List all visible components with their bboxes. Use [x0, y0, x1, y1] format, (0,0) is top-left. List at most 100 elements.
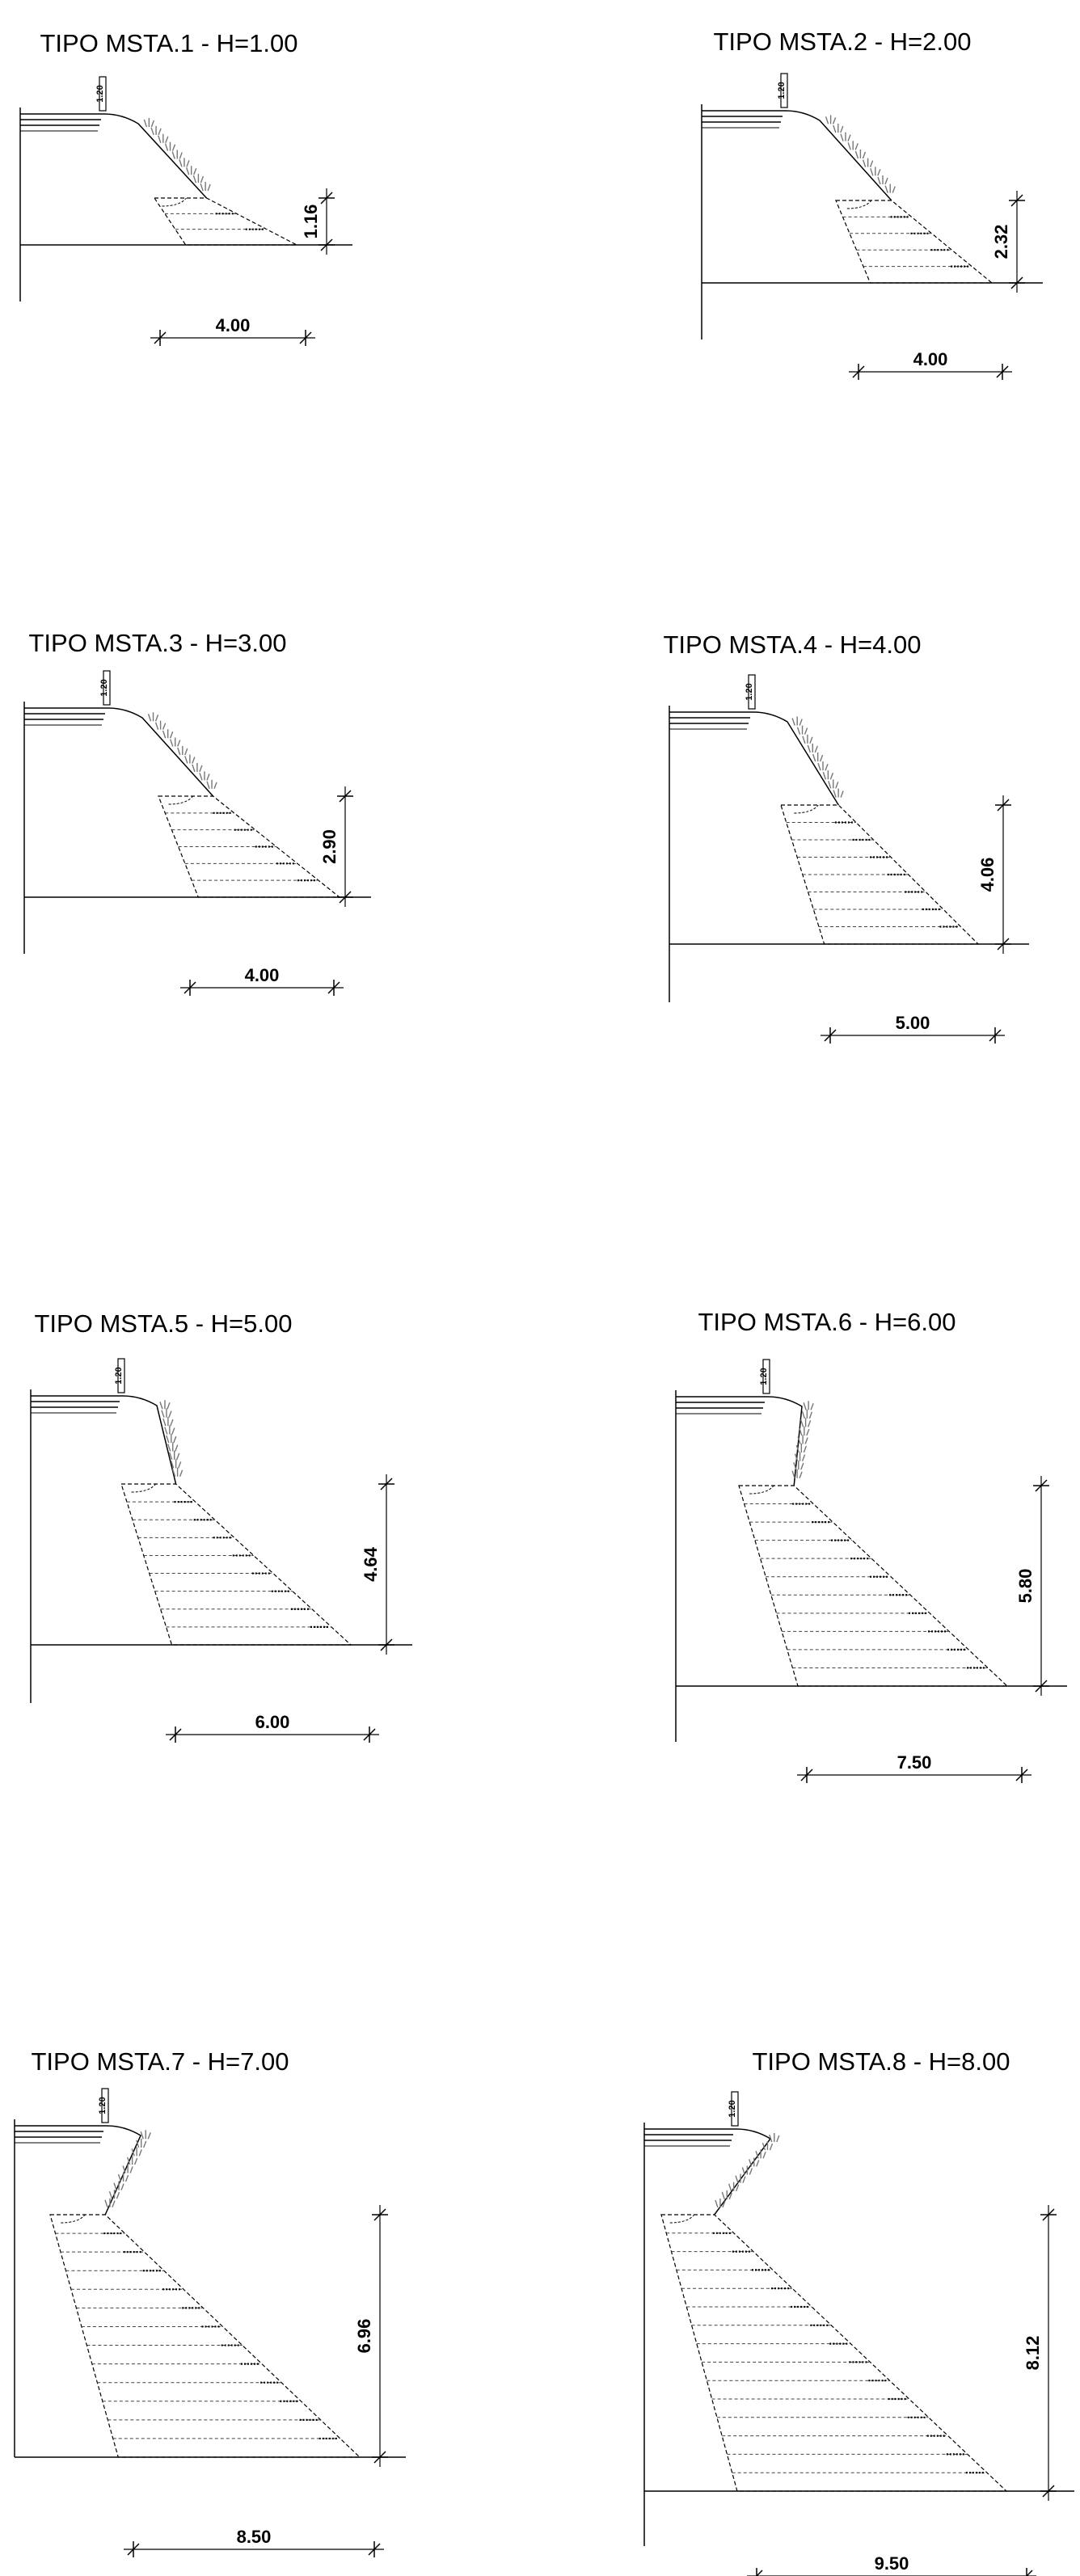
- embankment-slope: [714, 2128, 772, 2216]
- road-marker-icon: [103, 670, 111, 706]
- grass-icon: [108, 2190, 120, 2199]
- section-title: TIPO MSTA.6 - H=6.00: [698, 1308, 956, 1336]
- base-dimension-label: 6.00: [255, 1712, 290, 1732]
- grass-icon: [136, 2138, 147, 2148]
- grass-icon: [822, 770, 834, 780]
- drain-curve: [61, 2214, 86, 2224]
- grass-icon: [803, 1401, 814, 1410]
- section-title: TIPO MSTA.8 - H=8.00: [753, 2047, 1010, 2076]
- height-dimension-label: 2.32: [991, 225, 1011, 259]
- dimension-tick: [1010, 276, 1023, 289]
- reinforced-wall-block: [835, 200, 994, 284]
- dimension-tick: [1035, 1479, 1048, 1492]
- embankment-slope: [785, 110, 892, 201]
- grass-icon: [166, 1434, 177, 1444]
- grass-icon: [817, 761, 829, 771]
- base-dimension-label: 9.50: [875, 2553, 909, 2574]
- grass-icon: [862, 158, 874, 167]
- grass-icon: [164, 1425, 175, 1435]
- grass-icon: [884, 183, 896, 193]
- grass-icon: [801, 1409, 813, 1419]
- road-marker-label: 1.20: [759, 1368, 769, 1385]
- grass-icon: [812, 753, 824, 762]
- dimension-tick: [380, 1638, 393, 1651]
- grass-icon: [140, 2130, 151, 2140]
- dimension-tick: [996, 365, 1009, 378]
- embankment-slope: [122, 1395, 177, 1485]
- road-marker-label: 1.20: [114, 1367, 124, 1384]
- grass-icon: [833, 124, 844, 133]
- dimension-tick: [1035, 1680, 1048, 1693]
- dimension-tick: [997, 938, 1010, 951]
- drain-curve: [794, 804, 819, 814]
- road-marker-label: 1.20: [777, 82, 787, 99]
- grass-icon: [170, 737, 181, 747]
- dimension-tick: [368, 2543, 381, 2556]
- reinforced-wall-block: [49, 2214, 361, 2458]
- drain-curve: [846, 200, 872, 209]
- reinforced-wall-block: [780, 804, 980, 945]
- section-title: TIPO MSTA.2 - H=2.00: [714, 27, 972, 56]
- grass-icon: [715, 2198, 726, 2208]
- dimension-tick: [824, 1029, 837, 1042]
- dimension-tick: [852, 365, 865, 378]
- dimension-tick: [339, 891, 352, 904]
- dimension-tick: [1015, 1769, 1028, 1781]
- grass-icon: [793, 1461, 804, 1470]
- dimension-tick: [320, 238, 333, 251]
- drain-curve: [669, 2214, 695, 2224]
- dimension-tick: [989, 1029, 1002, 1042]
- grass-icon: [113, 2181, 124, 2190]
- embankment-slope: [104, 2125, 141, 2216]
- road-marker-icon: [101, 2088, 109, 2123]
- section-title: TIPO MSTA.3 - H=3.00: [29, 629, 287, 657]
- grass-icon: [186, 166, 197, 175]
- grass-icon: [206, 779, 217, 790]
- reinforced-wall-block: [120, 1483, 352, 1646]
- grass-icon: [791, 716, 803, 726]
- cross-section-8: TIPO MSTA.8 - H=8.001.208.129.50: [643, 2047, 1074, 2576]
- dimension-tick: [299, 331, 312, 344]
- grass-icon: [147, 712, 159, 722]
- cross-section-2: TIPO MSTA.2 - H=2.001.202.324.00: [701, 27, 1043, 380]
- grass-icon: [131, 2147, 142, 2157]
- section-title: TIPO MSTA.4 - H=4.00: [664, 630, 922, 659]
- base-dimension-label: 8.50: [237, 2527, 272, 2547]
- road-marker-label: 1.20: [95, 85, 105, 102]
- grass-icon: [870, 167, 881, 176]
- grass-icon: [794, 1452, 806, 1461]
- dimension-tick: [327, 981, 340, 994]
- embankment-slope: [767, 1396, 803, 1486]
- road-marker-icon: [762, 1359, 770, 1394]
- road-marker-icon: [748, 674, 756, 710]
- embankment-slope: [103, 113, 208, 199]
- grass-icon: [159, 1400, 171, 1410]
- height-dimension-label: 8.12: [1023, 2336, 1043, 2371]
- dimension-tick: [380, 1478, 393, 1490]
- dimension-tick: [1042, 2485, 1055, 2498]
- grass-icon: [170, 1459, 182, 1469]
- height-dimension-label: 1.16: [301, 204, 321, 239]
- base-dimension-label: 4.00: [216, 315, 251, 335]
- grass-icon: [807, 743, 818, 753]
- grass-icon: [802, 734, 813, 744]
- grass-icon: [179, 158, 190, 167]
- cross-section-6: TIPO MSTA.6 - H=6.001.205.807.50: [675, 1308, 1067, 1783]
- grass-icon: [761, 2141, 774, 2151]
- grass-icon: [177, 746, 188, 756]
- height-dimension-label: 5.80: [1015, 1569, 1036, 1604]
- dimension-tick: [154, 331, 167, 344]
- dimension-tick: [320, 192, 333, 204]
- height-dimension-label: 2.90: [319, 829, 340, 864]
- height-dimension-label: 6.96: [354, 2319, 374, 2354]
- grass-icon: [797, 1435, 808, 1444]
- grass-icon: [791, 1469, 803, 1478]
- drain-curve: [131, 1483, 156, 1493]
- height-dimension-label: 4.64: [361, 1546, 381, 1582]
- cross-section-7: TIPO MSTA.7 - H=7.001.206.968.50: [14, 2047, 406, 2557]
- grass-icon: [164, 141, 176, 151]
- road-marker-label: 1.20: [99, 679, 109, 696]
- embankment-slope: [753, 711, 839, 806]
- grass-icon: [799, 1418, 812, 1427]
- grass-icon: [799, 1426, 810, 1436]
